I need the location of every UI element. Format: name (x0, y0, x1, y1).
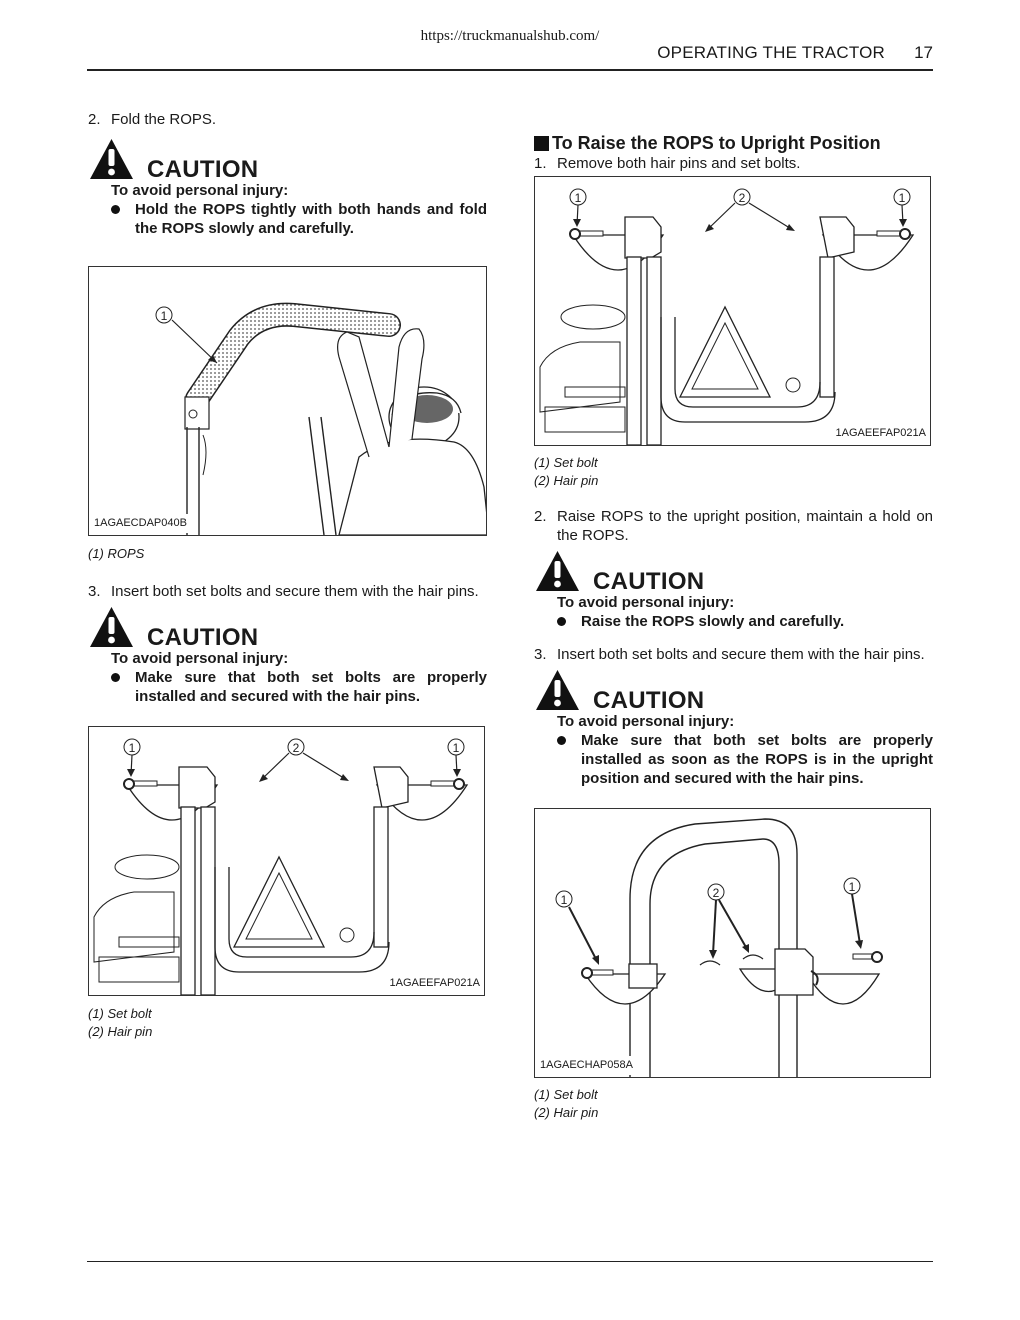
figure-legend: (1) ROPS (88, 545, 487, 563)
caution-block: CAUTION To avoid personal injury: Make s… (88, 603, 487, 706)
figure-legend: (1) Set bolt (2) Hair pin (534, 1086, 933, 1122)
callout-number: 1 (575, 191, 582, 205)
caution-bullet-text: Make sure that both set bolts are proper… (581, 732, 933, 787)
right-column: To Raise the ROPS to Upright Position 1.… (534, 132, 933, 1122)
square-bullet-icon (534, 135, 549, 151)
callout-number: 2 (293, 741, 300, 755)
section-title: OPERATING THE TRACTOR (657, 43, 885, 62)
caution-block: CAUTION To avoid personal injury: Make s… (534, 666, 933, 788)
caution-bullet: Make sure that both set bolts are proper… (111, 668, 487, 706)
figure-upright-rops: 1 2 1 1AGAECHAP058A (534, 808, 931, 1078)
caution-intro: To avoid personal injury: (557, 594, 735, 611)
caution-intro: To avoid personal injury: (557, 713, 735, 730)
legend-item: (2) Hair pin (88, 1024, 153, 1039)
caution-label: CAUTION (147, 624, 259, 651)
step-insert-bolts: 3. Insert both set bolts and secure them… (534, 645, 933, 664)
step-remove-pins: 1. Remove both hair pins and set bolts. (534, 154, 933, 173)
section-heading: To Raise the ROPS to Upright Position (534, 132, 933, 154)
callout-number: 2 (713, 886, 720, 900)
warning-triangle-icon (536, 670, 579, 710)
figure-code: 1AGAECDAP040B (92, 514, 189, 533)
step-fold-rops: 2. Fold the ROPS. (88, 110, 487, 129)
rops-folding-illustration: 1 (155, 302, 486, 535)
step-number: 3. (88, 583, 101, 600)
warning-triangle-icon (536, 551, 579, 591)
step-insert-bolts: 3. Insert both set bolts and secure them… (88, 582, 487, 601)
caution-block: CAUTION To avoid personal injury: Raise … (534, 547, 933, 631)
figure-set-bolts-left: 1 2 1 1AGAEEFAP021A (88, 726, 485, 996)
step-text: Insert both set bolts and secure them wi… (111, 583, 479, 600)
caution-intro: To avoid personal injury: (111, 650, 289, 667)
bullet-dot-icon (111, 668, 135, 706)
figure-legend: (1) Set bolt (2) Hair pin (534, 454, 933, 490)
caution-intro: To avoid personal injury: (111, 182, 289, 199)
callout-number: 2 (739, 191, 746, 205)
legend-item: (2) Hair pin (534, 1105, 599, 1120)
caution-label: CAUTION (147, 156, 259, 183)
caution-bullet: Hold the ROPS tightly with both hands an… (111, 200, 487, 238)
step-text: Raise ROPS to the upright position, main… (557, 508, 933, 544)
callout-number: 1 (161, 309, 168, 323)
figure-legend: (1) Set bolt (2) Hair pin (88, 1005, 487, 1041)
figure-code: 1AGAEEFAP021A (833, 424, 928, 443)
caution-bullet-text: Raise the ROPS slowly and carefully. (581, 613, 845, 630)
figure-set-bolts-right: 1 2 1 1AGAEEFAP021A (534, 176, 931, 446)
figure-code: 1AGAEEFAP021A (387, 974, 482, 993)
step-number: 3. (534, 646, 547, 663)
left-column: 2. Fold the ROPS. CAUTION To avoid perso… (88, 110, 487, 1041)
warning-triangle-icon (90, 607, 133, 647)
footer-rule (87, 1261, 933, 1262)
step-number: 2. (534, 508, 547, 525)
rops-bolts-illustration: 1 2 1 (539, 188, 915, 445)
step-raise-rops: 2. Raise ROPS to the upright position, m… (534, 507, 933, 545)
legend-item: (1) Set bolt (88, 1006, 152, 1021)
caution-label: CAUTION (593, 568, 705, 595)
callout-number: 1 (899, 191, 906, 205)
caution-bullet: Make sure that both set bolts are proper… (557, 731, 933, 788)
step-text: Fold the ROPS. (111, 111, 217, 128)
bullet-dot-icon (557, 612, 581, 631)
header-url: https://truckmanualshub.com/ (420, 28, 600, 44)
step-number: 1. (534, 155, 547, 172)
figure-fold-rops: 1 1AGAECDAP040B (88, 266, 487, 536)
legend-item: (1) Set bolt (534, 455, 598, 470)
section-heading-text: To Raise the ROPS to Upright Position (552, 133, 881, 153)
bullet-dot-icon (557, 731, 581, 788)
callout-number: 1 (561, 893, 568, 907)
bullet-dot-icon (111, 200, 135, 238)
callout-number: 1 (453, 741, 460, 755)
caution-bullet: Raise the ROPS slowly and carefully. (557, 612, 933, 631)
header-rule (87, 69, 933, 71)
warning-triangle-icon (90, 139, 133, 179)
callout-number: 1 (849, 880, 856, 894)
legend-item: (2) Hair pin (534, 473, 599, 488)
callout-number: 1 (129, 741, 136, 755)
step-text: Insert both set bolts and secure them wi… (557, 646, 925, 663)
page-number: 17 (914, 43, 933, 62)
caution-bullet-text: Hold the ROPS tightly with both hands an… (135, 201, 487, 237)
caution-block: CAUTION To avoid personal injury: Hold t… (88, 135, 487, 238)
step-number: 2. (88, 111, 101, 128)
caution-label: CAUTION (593, 687, 705, 714)
figure-code: 1AGAECHAP058A (538, 1056, 635, 1075)
legend-item: (1) ROPS (88, 546, 145, 561)
rops-bolts-illustration: 1 2 1 (93, 738, 469, 995)
caution-bullet-text: Make sure that both set bolts are proper… (135, 669, 487, 705)
legend-item: (1) Set bolt (534, 1087, 598, 1102)
rops-upright-illustration: 1 2 1 (555, 818, 883, 1077)
step-text: Remove both hair pins and set bolts. (557, 155, 801, 172)
